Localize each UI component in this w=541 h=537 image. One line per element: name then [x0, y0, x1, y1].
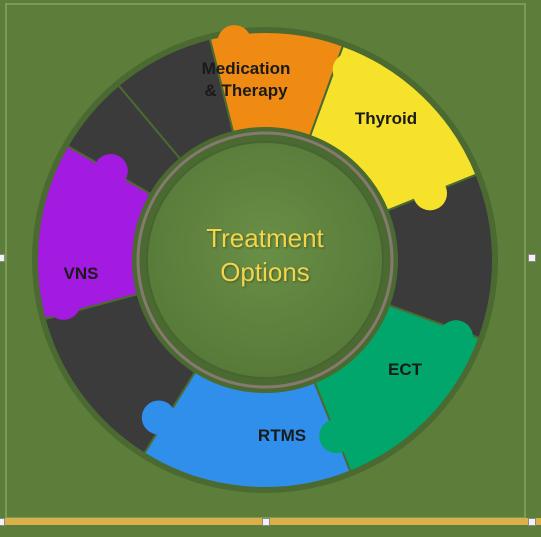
puzzle-knob — [332, 52, 367, 87]
bottom-bar — [0, 518, 541, 525]
ring-inner-highlight — [136, 131, 394, 389]
puzzle-knob — [93, 154, 128, 188]
puzzle-knob — [141, 400, 176, 435]
segment-label-vns: VNS — [63, 264, 99, 283]
puzzle-knob — [438, 320, 473, 355]
puzzle-knob — [217, 25, 252, 60]
segment-label-thyroid: Thyroid — [354, 109, 418, 128]
puzzle-knob — [413, 176, 448, 211]
segment-label-medication: Medication & Therapy — [201, 59, 291, 100]
puzzle-knob — [46, 285, 81, 320]
puzzle-knob — [319, 419, 354, 454]
center-circle — [146, 141, 384, 379]
segment-label-rtms: RTMS — [257, 426, 307, 445]
center-title: Treatment Options — [206, 223, 324, 287]
segment-label-ect: ECT — [388, 360, 422, 379]
